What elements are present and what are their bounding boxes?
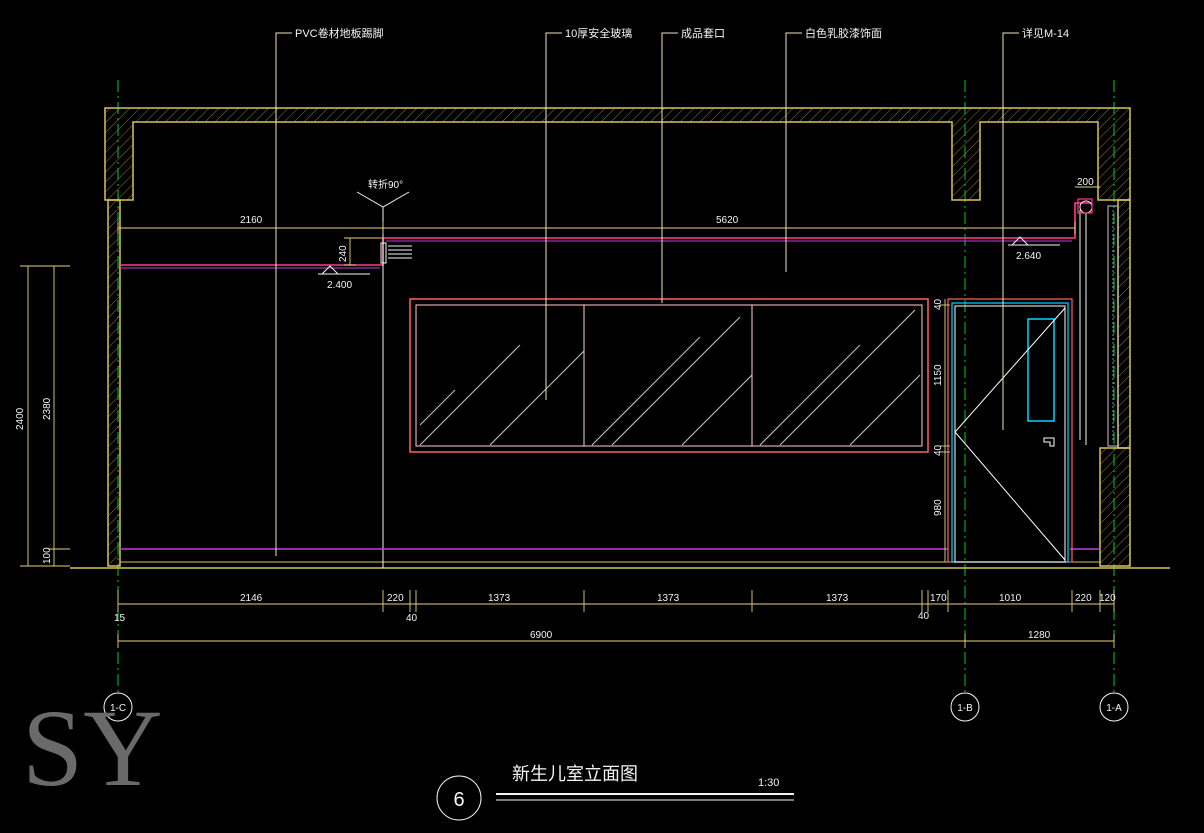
ceiling-slab [104, 107, 1131, 201]
curtain-track [1079, 200, 1119, 447]
door-leaf [954, 305, 1066, 563]
dim-curtain-box: 200 [1077, 177, 1094, 188]
dim-top-left: 2160 [240, 215, 263, 226]
watermark: SY [22, 687, 163, 809]
dim-right-total: 1280 [1028, 630, 1051, 641]
dim-bottom-3: 1373 [488, 593, 511, 604]
dim-under-40-right: 40 [918, 611, 930, 622]
callout-texts: PVC卷材地板踢脚 10厚安全玻璃 成品套口 白色乳胶漆饰面 详见M-14 [295, 26, 1069, 40]
right-wall [1099, 447, 1131, 567]
level-left-icon [321, 265, 340, 275]
level-markers [318, 236, 1060, 275]
door-jamb [951, 302, 1069, 563]
dimension-lines [20, 186, 1115, 648]
axis-labels: 1-C 1-B 1-A [110, 703, 1122, 714]
callout-leaders [275, 32, 1019, 556]
dim-bottom-8: 220 [1075, 593, 1092, 604]
axis-label-1b: 1-B [957, 703, 973, 714]
structure [104, 107, 1131, 567]
axis-bubble-1b [950, 692, 980, 722]
left-wall [107, 199, 121, 567]
fold-90-label: 转折90° [368, 178, 403, 191]
dimension-texts: 2160 5620 200 240 2400 2380 100 40 1150 … [15, 177, 1116, 641]
door-swing [954, 307, 1066, 561]
axis-label-1c: 1-C [110, 703, 126, 714]
dim-bottom-5: 1373 [826, 593, 849, 604]
dim-vertical-base: 100 [42, 547, 53, 564]
level-right-value: 2.640 [1016, 251, 1041, 262]
window-inner-frame [415, 304, 923, 447]
title-number-bubble [436, 775, 482, 821]
dim-glass-height: 1150 [933, 364, 944, 386]
dim-bottom-9: 120 [1099, 593, 1116, 604]
dim-door-top: 40 [933, 298, 944, 310]
dim-step: 240 [338, 245, 349, 262]
glass-hatch [419, 309, 921, 446]
level-left-value: 2.400 [327, 280, 352, 291]
title-scale: 1:30 [758, 777, 779, 789]
door-handle-icon [1043, 437, 1055, 447]
dim-bottom-6: 170 [930, 593, 947, 604]
dim-top-right: 5620 [716, 215, 739, 226]
axis-bubbles [103, 692, 1129, 722]
dim-vertical-total: 2400 [15, 407, 26, 430]
dim-total: 6900 [530, 630, 553, 641]
window-outer-frame [409, 298, 929, 453]
callout-finished-opening: 成品套口 [681, 27, 725, 40]
title-block: 6 新生儿室立面图 1:30 [436, 764, 794, 821]
dim-bottom-7: 1010 [999, 593, 1022, 604]
dim-bottom-1: 2146 [240, 593, 263, 604]
viewing-window [409, 298, 929, 453]
dim-under-40-left: 40 [406, 613, 418, 624]
callout-white-latex: 白色乳胶漆饰面 [805, 26, 882, 40]
step-marker [380, 242, 387, 264]
door-vision-panel [1027, 318, 1055, 422]
callout-pvc-skirting: PVC卷材地板踢脚 [295, 26, 384, 40]
axis-bubble-1a [1099, 692, 1129, 722]
dim-bottom-4: 1373 [657, 593, 680, 604]
title-name: 新生儿室立面图 [512, 764, 638, 784]
right-wall-upper [1117, 199, 1131, 449]
dim-under-15: 15 [114, 613, 126, 624]
axis-bubble-1c [103, 692, 133, 722]
ceiling-step-line [120, 202, 1092, 266]
callout-safety-glass: 10厚安全玻璃 [565, 26, 632, 40]
title-number: 6 [453, 789, 464, 811]
dim-bottom-2: 220 [387, 593, 404, 604]
right-top-pink [1077, 198, 1093, 214]
callout-see-door: 详见M-14 [1022, 26, 1069, 40]
dim-vertical-main: 2380 [42, 397, 53, 420]
dim-sill-height: 980 [933, 499, 944, 516]
ceiling-finish [120, 202, 1092, 269]
door [947, 298, 1073, 563]
dim-glass-bottom: 40 [933, 444, 944, 456]
step-ticks [388, 245, 412, 259]
axis-label-1a: 1-A [1106, 703, 1122, 714]
